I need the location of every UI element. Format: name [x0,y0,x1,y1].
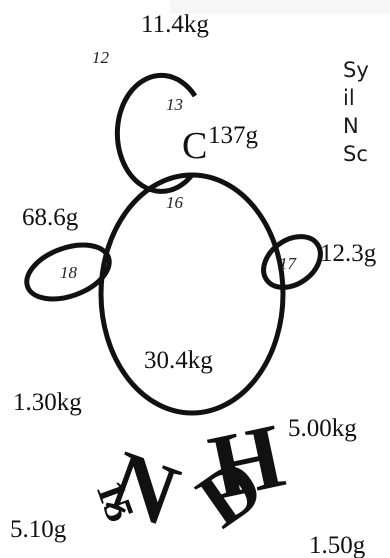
right-arm-mass: 12.3g [320,240,377,267]
side-text-line-4: Sc [343,142,368,166]
right-foot-mass: 1.50g [309,532,366,558]
side-text-line-1: Sy [343,58,369,82]
body-mass: 30.4kg [144,347,213,374]
body-ellipse [101,175,283,413]
side-text-line-3: N [343,114,359,138]
small-c-letter: C [182,125,207,167]
right-arm-number: 17 [279,254,298,273]
left-arm-mass: 68.6g [22,204,79,231]
side-text-line-2: il [343,86,355,110]
body-number: 16 [166,193,184,212]
big-c-number: 12 [92,48,110,67]
small-c-mass: 137g [208,122,259,149]
small-c-number: 13 [166,95,183,114]
left-arm-number: 18 [60,263,78,282]
big-c-mass: 11.4kg [141,11,209,38]
left-foot-mass: 5.10g [10,516,67,543]
right-leg-mass: 5.00kg [288,415,357,442]
left-leg-mass: 1.30kg [13,389,82,416]
